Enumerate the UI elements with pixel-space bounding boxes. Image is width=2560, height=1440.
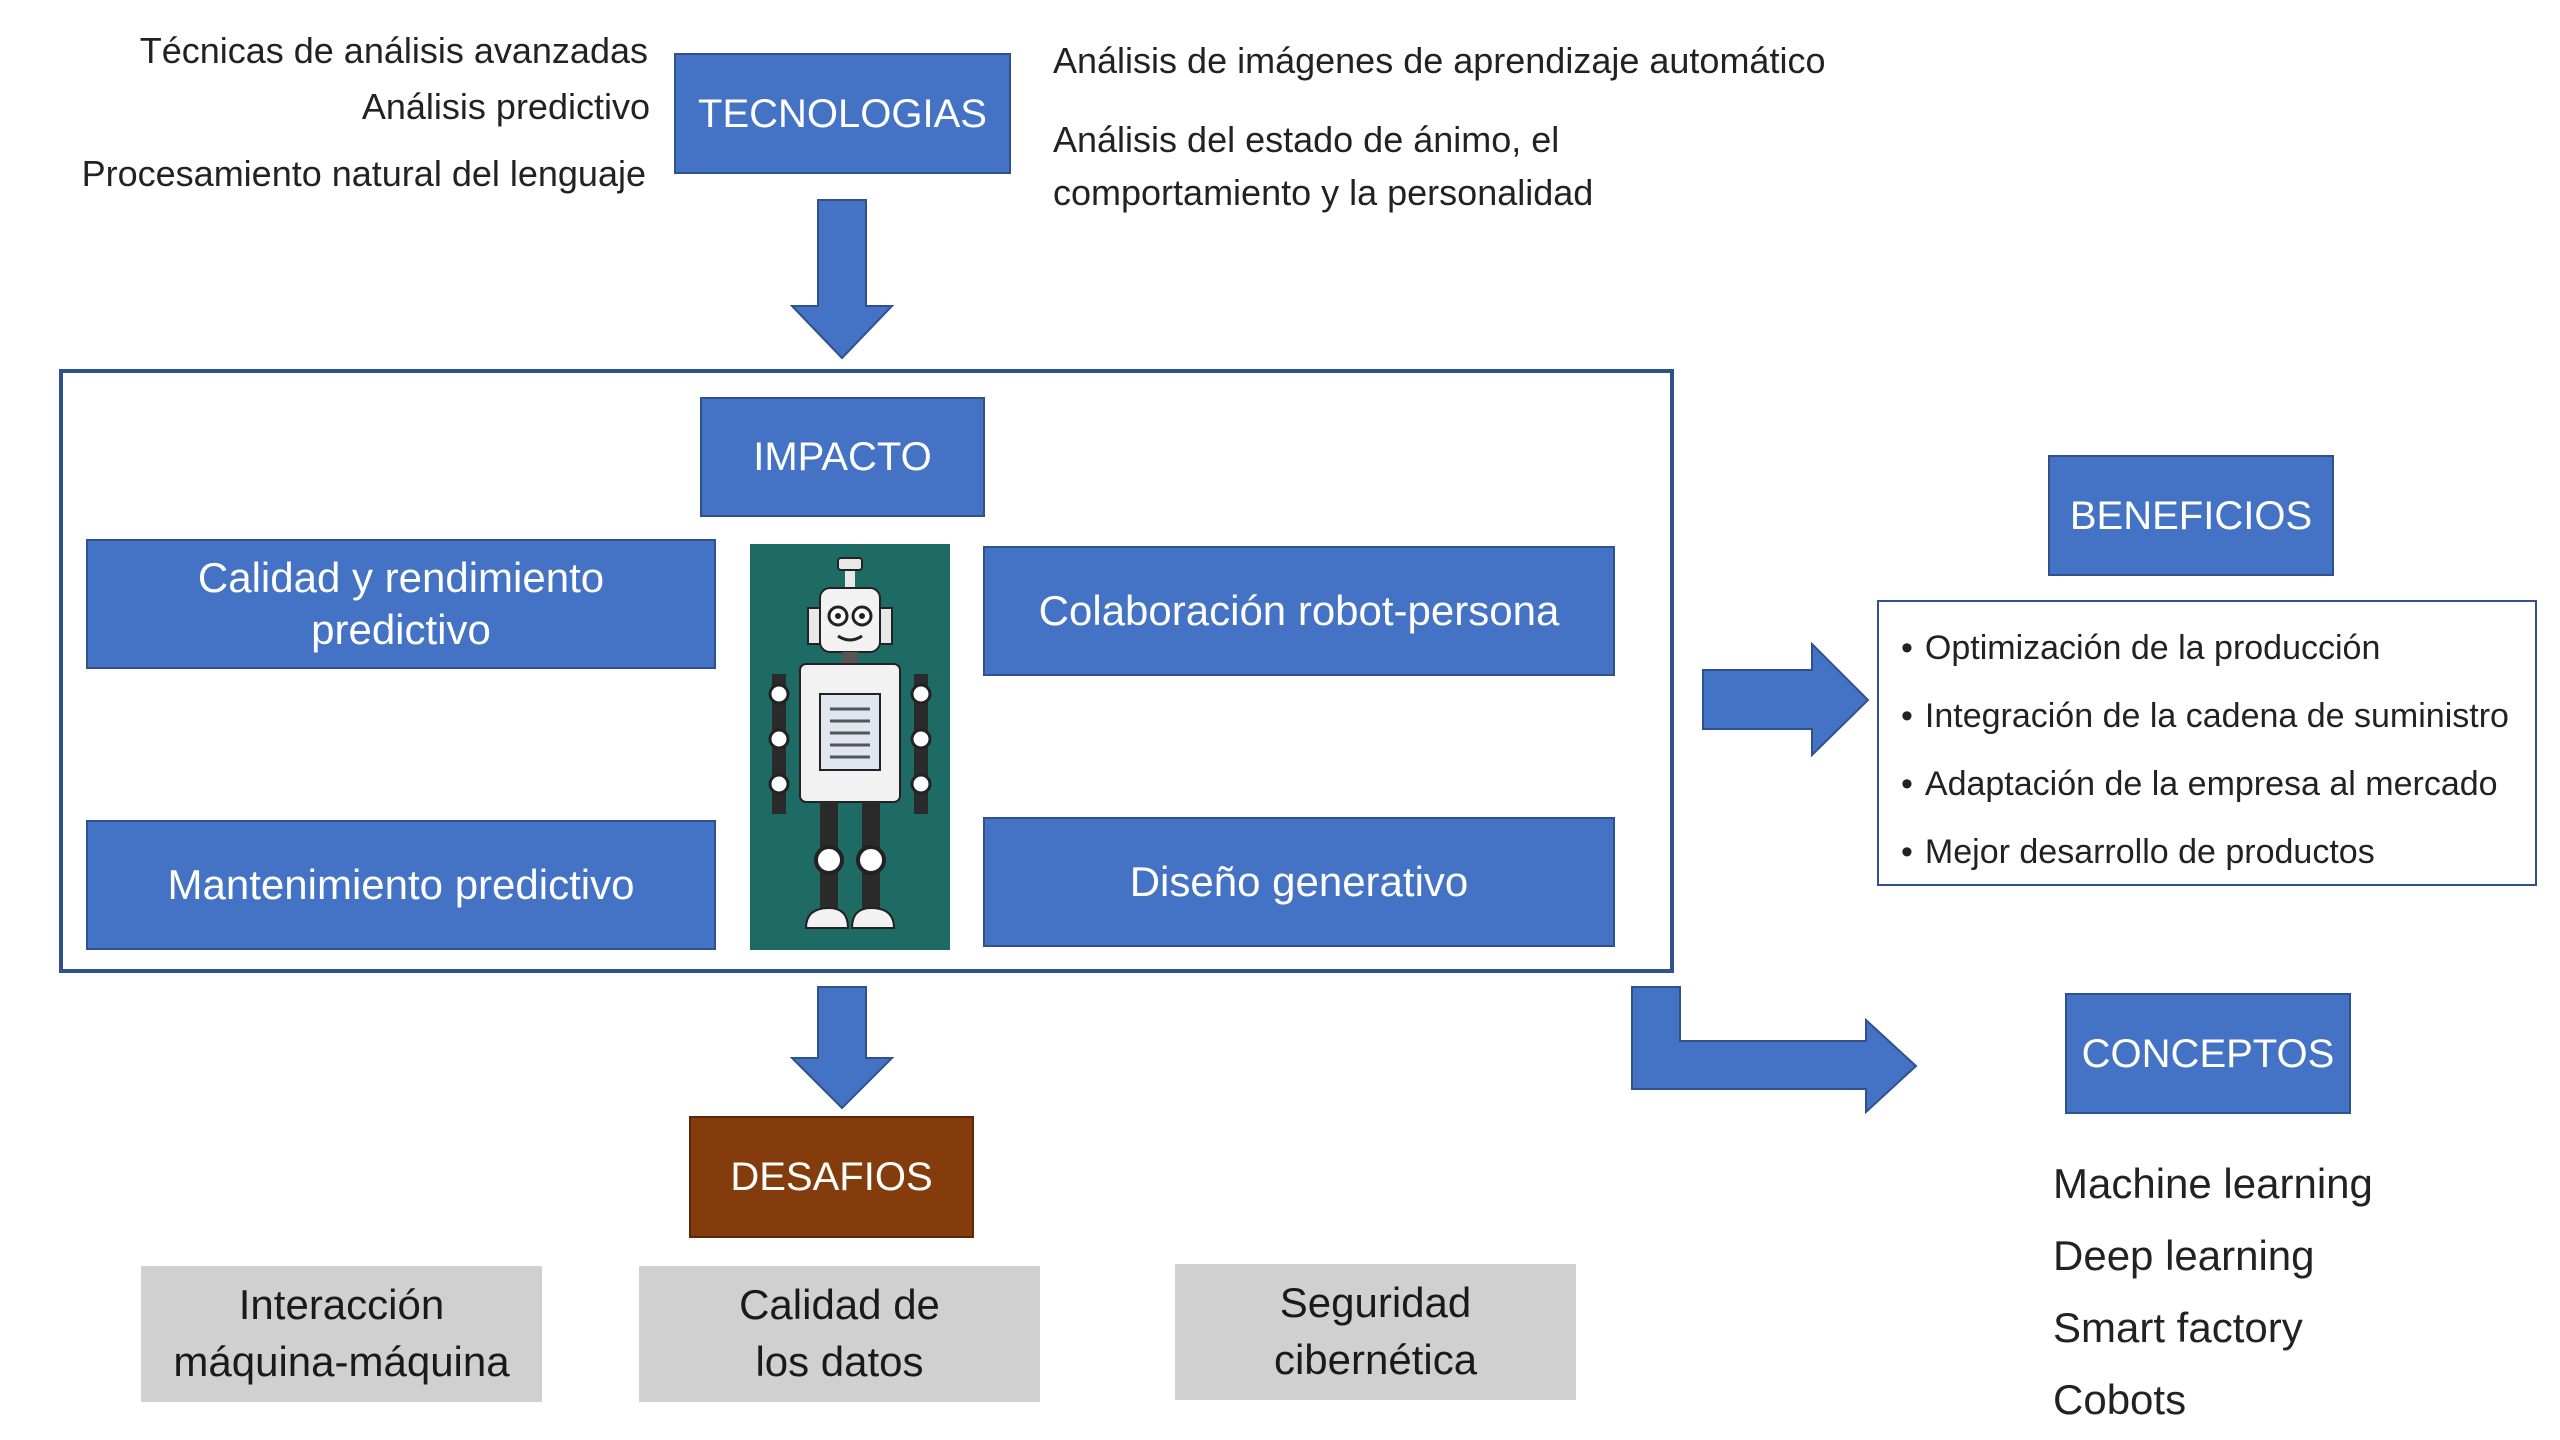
concepto-item: Machine learning (2053, 1160, 2373, 1207)
beneficio-item: Adaptación de la empresa al mercado (1901, 750, 2535, 818)
tecnologia-item-multiline: Análisis del estado de ánimo, el comport… (1053, 113, 1593, 219)
desafio-line: Interacción (238, 1281, 445, 1329)
concepto-item: Cobots (2053, 1376, 2187, 1423)
desafios-title: DESAFIOS (730, 1155, 933, 1199)
arrow-down-desafios (789, 986, 895, 1110)
impacto-calidad-line: predictivo (311, 606, 491, 653)
desafio-line: los datos (755, 1338, 924, 1385)
impacto-frame (59, 369, 1674, 973)
impacto-mantenimiento-box: Mantenimiento predictivo (86, 820, 716, 950)
tecnologia-item: Análisis predictivo (361, 86, 650, 127)
conceptos-title: CONCEPTOS (2081, 1031, 2335, 1076)
arrow-down-tecnologias (789, 199, 895, 360)
impacto-box: IMPACTO (700, 397, 985, 517)
beneficio-item: Optimización de la producción (1901, 614, 2535, 682)
arrow-right-beneficios (1702, 641, 1870, 758)
conceptos-box: CONCEPTOS (2065, 993, 2351, 1114)
impacto-diseno-label: Diseño generativo (1129, 857, 1469, 905)
tecnologias-box: TECNOLOGIAS (674, 53, 1011, 174)
tecnologia-item-line: comportamiento y la personalidad (1053, 172, 1594, 213)
desafio-line: Seguridad (1279, 1279, 1472, 1327)
desafio-interaccion-box: Interacción máquina-máquina (141, 1266, 542, 1402)
robot-illustration (750, 544, 950, 950)
tecnologia-item: Procesamiento natural del lenguaje (81, 153, 646, 194)
beneficio-item: Mejor desarrollo de productos (1901, 818, 2535, 886)
desafio-line: Calidad de (739, 1281, 940, 1329)
impacto-colaboracion-box: Colaboración robot-persona (983, 546, 1615, 676)
conceptos-list: Machine learning Deep learning Smart fac… (2053, 1148, 2373, 1436)
arrow-elbow-conceptos (1631, 986, 1918, 1115)
desafios-box: DESAFIOS (689, 1116, 974, 1238)
desafio-seguridad-box: Seguridad cibernética (1175, 1264, 1576, 1400)
beneficios-list-box: Optimización de la producción Integració… (1877, 600, 2537, 886)
desafio-line: máquina-máquina (173, 1338, 510, 1385)
impacto-title: IMPACTO (753, 435, 932, 479)
beneficio-item: Integración de la cadena de suministro (1901, 682, 2535, 750)
beneficios-box: BENEFICIOS (2048, 455, 2334, 576)
desafio-calidad-box: Calidad de los datos (639, 1266, 1040, 1402)
concepto-item: Smart factory (2053, 1304, 2303, 1351)
impacto-calidad-line: Calidad y rendimiento (197, 553, 605, 601)
beneficios-list: Optimización de la producción Integració… (1901, 614, 2535, 886)
impacto-mantenimiento-label: Mantenimiento predictivo (167, 860, 635, 908)
tecnologias-title: TECNOLOGIAS (698, 91, 987, 136)
tecnologia-item: Análisis de imágenes de aprendizaje auto… (1053, 40, 1826, 81)
tecnologia-item: Técnicas de análisis avanzadas (139, 30, 648, 71)
tecnologia-item-line: Análisis del estado de ánimo, el (1053, 119, 1560, 160)
concepto-item: Deep learning (2053, 1232, 2315, 1279)
impacto-colaboracion-label: Colaboración robot-persona (1038, 586, 1560, 634)
beneficios-title: BENEFICIOS (2069, 493, 2313, 538)
impacto-calidad-box: Calidad y rendimiento predictivo (86, 539, 716, 669)
desafio-line: cibernética (1273, 1336, 1478, 1383)
impacto-diseno-box: Diseño generativo (983, 817, 1615, 947)
